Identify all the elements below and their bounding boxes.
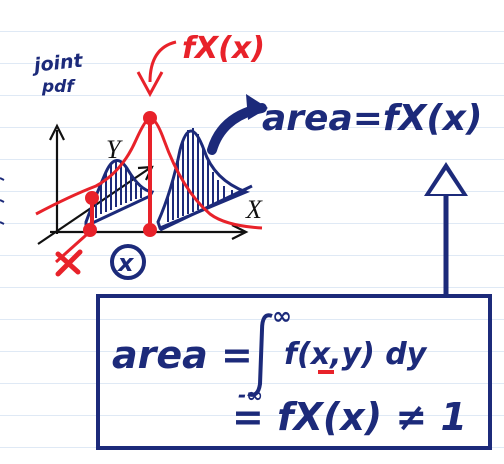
x-marker-label: x: [117, 249, 135, 277]
red-dot-base: [143, 223, 157, 237]
marginal-pdf-arrow: [148, 40, 177, 83]
joint-pdf-label-line1: joint: [30, 50, 85, 77]
x-marker-circle: [110, 244, 146, 280]
red-dot-left-base: [83, 223, 97, 237]
slice-right: [156, 128, 253, 232]
formula-line-2: = fX(x) ≠ 1: [232, 395, 467, 439]
area-equals-label: area=fX(x): [262, 98, 482, 139]
axis-x-label: X: [245, 195, 263, 224]
integrand: f(x,y) dy: [284, 337, 428, 372]
formula-area-equals: area =: [112, 333, 253, 377]
joint-pdf-label-line2: pdf: [41, 77, 76, 97]
area-arrowhead: [246, 94, 268, 120]
red-cross: [55, 249, 83, 277]
marginal-pdf-label: fX(x): [182, 31, 265, 66]
red-dot-left-top: [85, 191, 99, 205]
marginal-pdf-arrowhead: [136, 71, 164, 98]
left-edge-marks: [0, 177, 5, 225]
formula-box: [96, 294, 492, 450]
red-dot-peak: [143, 111, 157, 125]
horizontal-axis-arrowhead: [231, 224, 249, 240]
integral-upper-limit: ∞: [272, 302, 292, 330]
axis-y-label: Y: [106, 135, 123, 164]
integral-lower-limit: -∞: [238, 383, 263, 407]
vertical-axis-arrowhead: [49, 123, 65, 141]
integral-sign: [247, 313, 273, 397]
